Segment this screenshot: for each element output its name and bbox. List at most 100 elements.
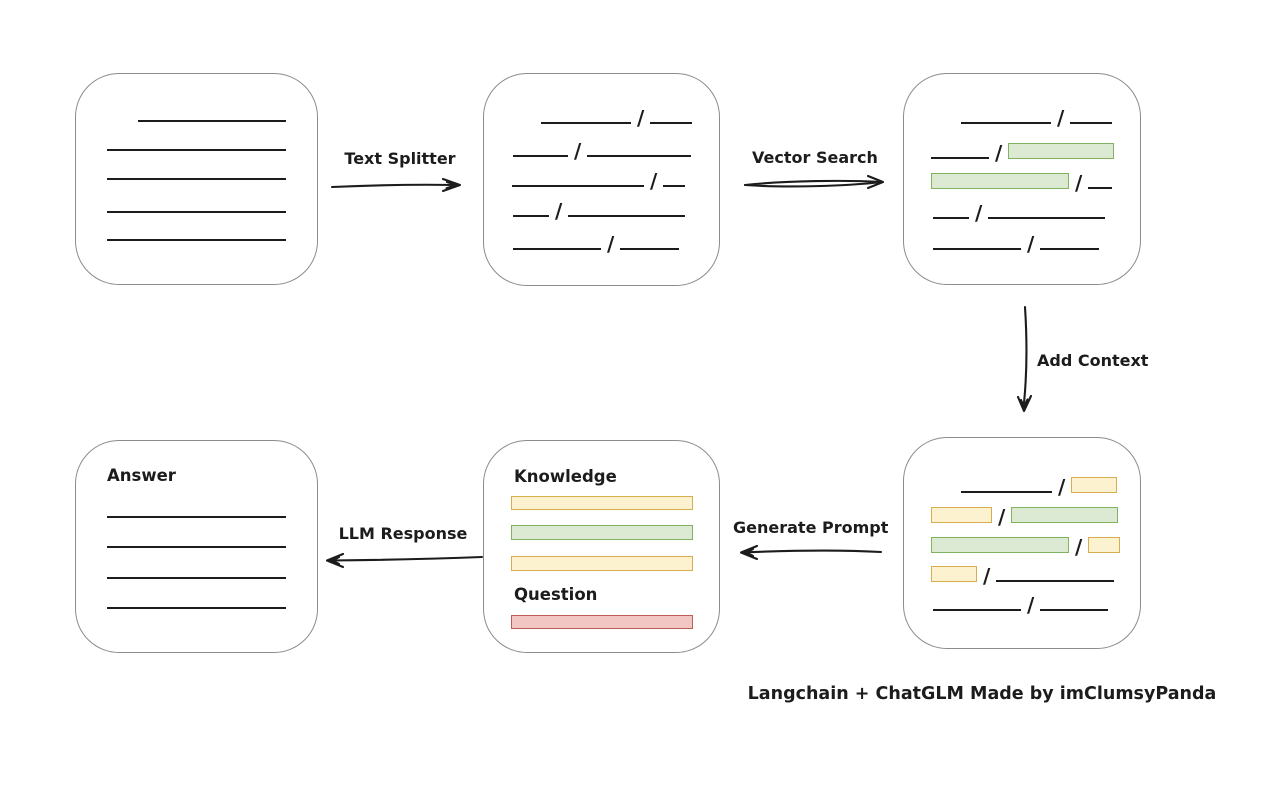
text-line [138,120,286,122]
text-line [107,211,286,213]
chunk-separator-slash: / [1027,232,1035,256]
green-highlight [1008,143,1115,159]
llm-response-label: LLM Response [338,524,468,543]
text-line [107,149,286,151]
right-arrow-icon [330,177,462,193]
knowledge-label: Knowledge [514,467,617,486]
generate-prompt-label: Generate Prompt [733,518,889,537]
text-line [620,248,680,250]
chunk-row: / [513,199,686,223]
chunk-row: / [931,171,1113,195]
text-splitter-arrow: Text Splitter [330,149,470,197]
answer-node: Answer [75,440,318,653]
add-context-label: Add Context [1037,351,1149,370]
chunk-row: / [931,564,1115,588]
chunk-row: / [933,201,1106,225]
context-chunks-node: / / / / / [903,437,1141,649]
text-line [1040,609,1109,611]
text-line [587,155,692,157]
chunk-row: / [513,139,692,163]
chunk-separator-slash: / [555,199,563,223]
text-line [933,217,969,219]
text-line [931,157,989,159]
chunk-row: / [933,593,1109,617]
chunk-separator-slash: / [975,201,983,225]
chunk-row: / [961,475,1118,499]
chunk-row: / [513,232,680,256]
chunk-row [138,104,286,122]
chunk-separator-slash: / [1058,475,1066,499]
answer-label: Answer [107,466,176,485]
chunk-row [107,530,286,548]
text-line [513,155,568,157]
chunk-row: / [931,141,1115,165]
yellow-highlight [931,566,977,582]
left-arrow-icon [325,552,484,569]
chunk-row [107,561,286,579]
chunk-row [107,223,286,241]
text-line [650,122,693,124]
red-bar [511,615,693,629]
text-line [933,609,1021,611]
text-line [996,580,1115,582]
chunk-separator-slash: / [983,564,991,588]
text-line [1070,122,1113,124]
vector-search-label: Vector Search [752,148,878,167]
yellow-highlight [1088,537,1121,553]
text-line [107,546,286,548]
text-line [961,491,1052,493]
green-bar [511,525,693,540]
text-line [663,185,686,187]
text-line [568,215,686,217]
yellow-bar [511,496,693,510]
text-line [961,122,1051,124]
chunk-row [107,195,286,213]
green-highlight [931,173,1069,189]
chunk-separator-slash: / [995,141,1003,165]
chunk-separator-slash: / [1075,535,1083,559]
chunk-row: / [931,505,1119,529]
text-line [1040,248,1100,250]
green-highlight [931,537,1069,553]
text-line [513,248,601,250]
yellow-highlight [1071,477,1118,493]
text-splitter-label: Text Splitter [344,149,456,168]
text-line [107,577,286,579]
text-line [107,239,286,241]
chunk-separator-slash: / [1075,171,1083,195]
chunk-separator-slash: / [998,505,1006,529]
vector-search-arrow: Vector Search [742,148,888,196]
prompt-node: Knowledge Question [483,440,720,653]
document-node [75,73,318,285]
chunk-row [107,133,286,151]
text-line [541,122,631,124]
text-line [107,516,286,518]
llm-response-arrow: LLM Response [320,524,486,570]
chunk-row: / [961,106,1113,130]
text-line [988,217,1106,219]
add-context-arrow: Add Context [995,303,1155,421]
question-label: Question [514,585,598,604]
chunk-row: / [541,106,693,128]
chunk-row: / [933,232,1100,256]
chunk-row [107,591,286,609]
left-arrow-icon [739,544,883,561]
split-chunks-node: ///// [483,73,720,286]
footer-credit: Langchain + ChatGLM Made by imClumsyPand… [747,684,1217,704]
generate-prompt-arrow: Generate Prompt [733,518,889,564]
text-line [513,215,549,217]
chunk-separator-slash: / [1057,106,1065,130]
chunk-row: / [931,535,1121,559]
chunk-separator-slash: / [607,232,615,256]
text-line [1088,187,1113,189]
chunk-separator-slash: / [574,139,582,163]
yellow-highlight [931,507,992,523]
green-highlight [1011,507,1119,523]
right-arrow-icon [743,174,885,190]
down-arrow-icon [1016,305,1033,413]
chunk-row [107,500,286,518]
text-line [107,607,286,609]
chunk-separator-slash: / [1027,593,1035,617]
text-line [933,248,1021,250]
